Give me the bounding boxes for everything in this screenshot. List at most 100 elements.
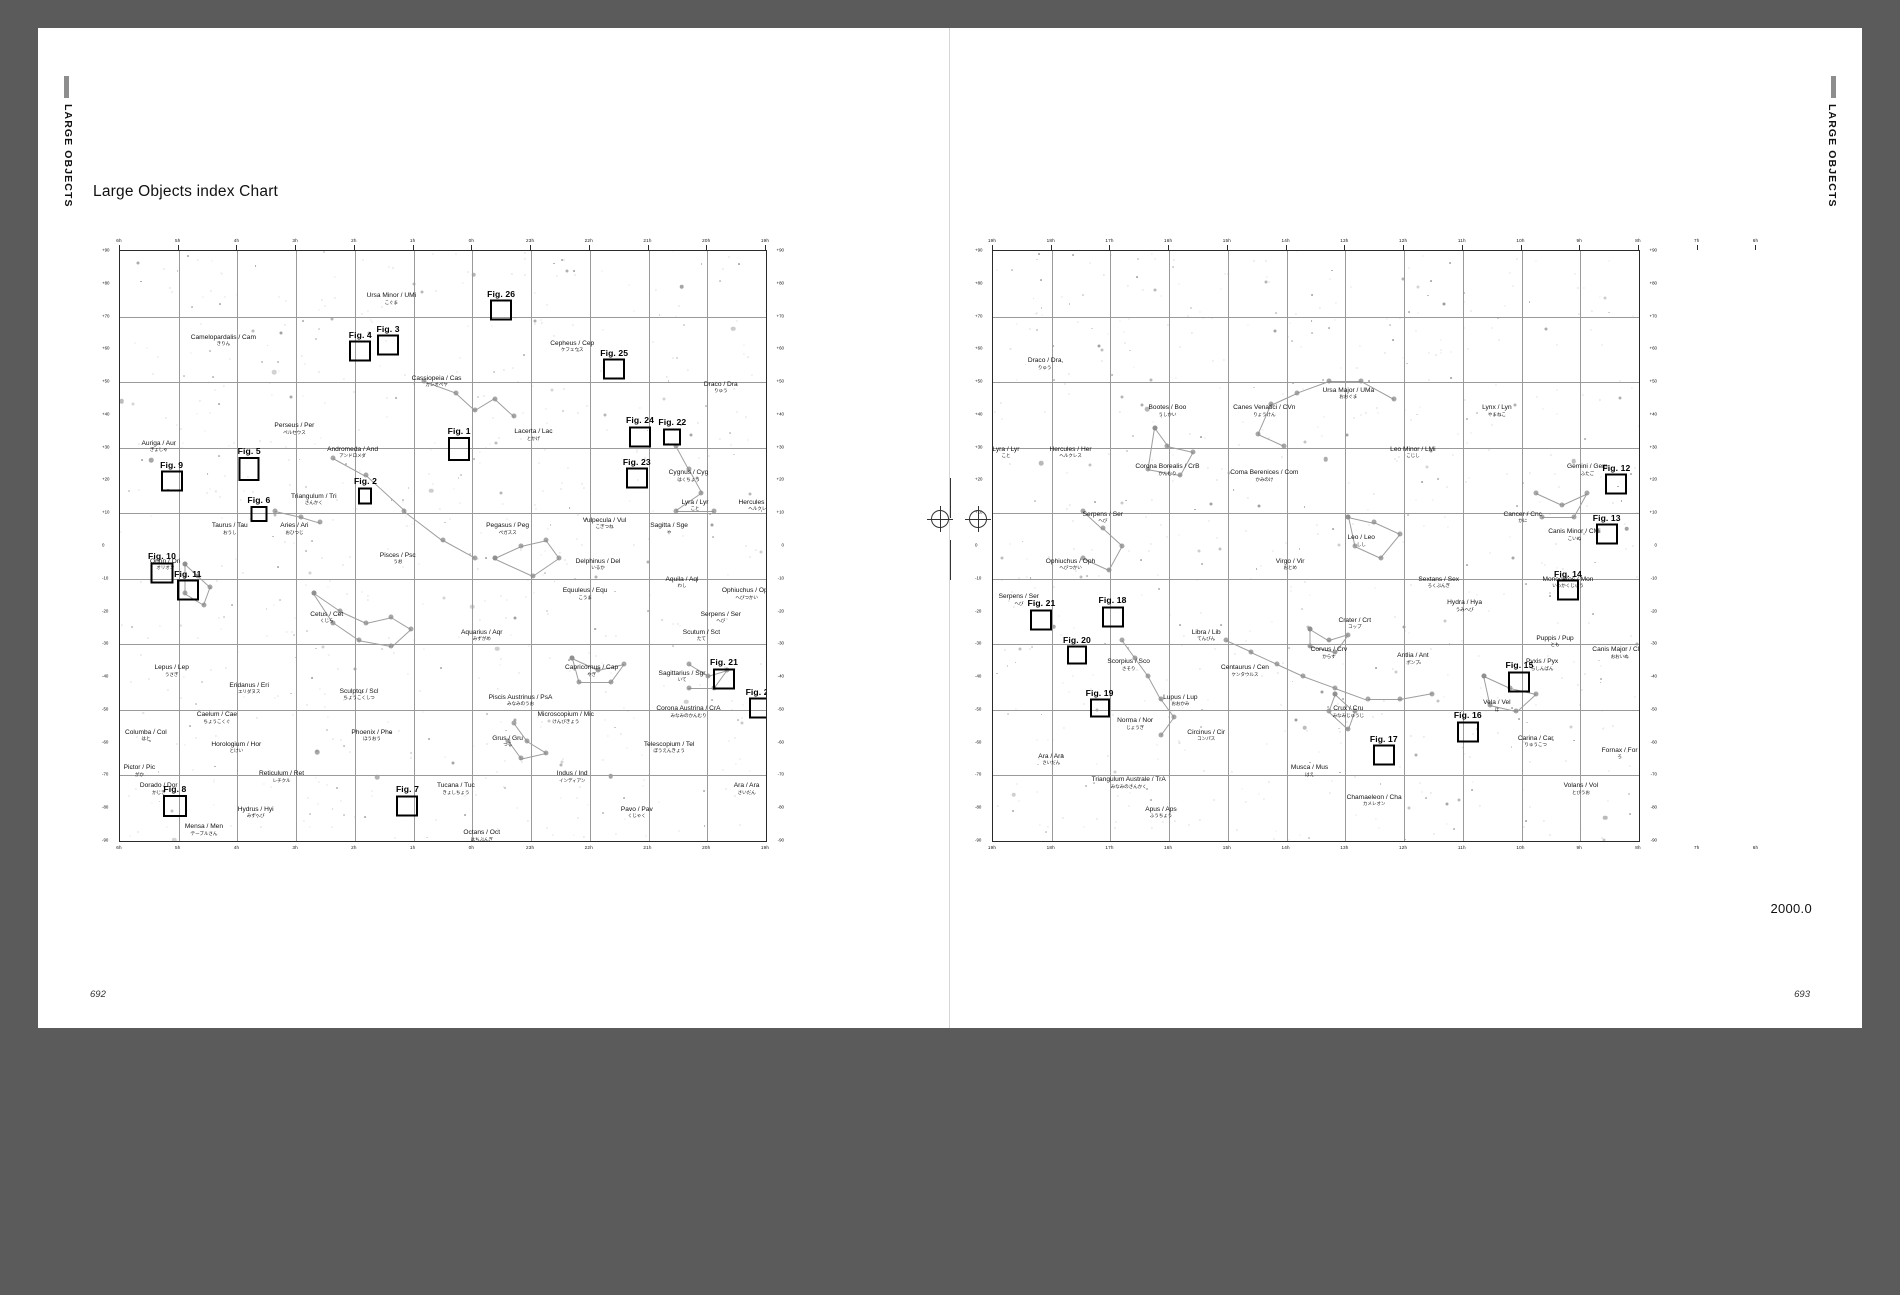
figure-callout-label[interactable]: Fig. 21 xyxy=(1027,598,1056,609)
figure-callout-box[interactable] xyxy=(625,467,648,489)
star-point xyxy=(442,596,446,600)
figure-callout-box[interactable] xyxy=(490,299,513,321)
constellation-star xyxy=(388,643,394,649)
figure-callout-label[interactable]: Fig. 6 xyxy=(247,494,271,505)
figure-callout-box[interactable] xyxy=(176,579,199,601)
figure-callout-label[interactable]: Fig. 16 xyxy=(1453,710,1482,721)
figure-callout-label[interactable]: Fig. 23 xyxy=(622,456,651,467)
star-point xyxy=(1603,727,1605,729)
constellation-star xyxy=(453,390,459,396)
figure-callout-box[interactable] xyxy=(629,426,652,448)
star-point xyxy=(1329,792,1331,794)
x-axis-tick-label: 19h xyxy=(760,845,770,850)
star-point xyxy=(140,581,142,583)
figure-callout-label[interactable]: Fig. 4 xyxy=(348,329,372,340)
star-point xyxy=(1571,458,1576,464)
figure-callout-label[interactable]: Fig. 26 xyxy=(487,288,516,299)
star-point xyxy=(214,765,217,768)
constellation-name-jp: とも xyxy=(1550,642,1560,648)
figure-callout-label[interactable]: Fig. 14 xyxy=(1553,568,1582,579)
figure-callout-box[interactable] xyxy=(748,697,766,719)
figure-callout-box[interactable] xyxy=(663,428,682,446)
star-point xyxy=(614,726,617,729)
star-point xyxy=(1463,327,1465,329)
star-point xyxy=(484,600,486,602)
star-point xyxy=(1386,318,1388,320)
figure-callout-label[interactable]: Fig. 13 xyxy=(1592,512,1621,523)
constellation-name-en: Horologium / Hor xyxy=(211,740,262,748)
figure-callout-label[interactable]: Fig. 25 xyxy=(600,347,629,358)
figure-callout-label[interactable]: Fig. 8 xyxy=(163,783,187,794)
figure-callout-label[interactable]: Fig. 12 xyxy=(1602,462,1631,473)
figure-callout-label[interactable]: Fig. 24 xyxy=(626,415,654,426)
figure-callout-box[interactable] xyxy=(150,562,174,584)
star-point xyxy=(506,518,508,520)
figure-callout-label[interactable]: Fig. 1 xyxy=(447,425,471,436)
figure-callout-label[interactable]: Fig. 18 xyxy=(1098,595,1127,606)
figure-callout-box[interactable] xyxy=(448,436,471,461)
figure-callout-box[interactable] xyxy=(1066,645,1087,665)
figure-callout-label[interactable]: Fig. 20 xyxy=(1063,634,1091,645)
y-axis-tick-label: -40 xyxy=(102,673,109,679)
star-point xyxy=(1036,258,1039,261)
constellation-name-jp: ちょうこくしつ xyxy=(343,695,375,701)
figure-callout-box[interactable] xyxy=(160,470,183,492)
figure-callout-label[interactable]: Fig. 19 xyxy=(1085,687,1114,698)
figure-callout-label[interactable]: Fig. 11 xyxy=(174,568,202,579)
star-point xyxy=(265,607,268,610)
star-point xyxy=(679,284,684,289)
figure-callout-box[interactable] xyxy=(1456,721,1479,743)
star-point xyxy=(604,719,606,721)
figure-callout-label[interactable]: Fig. 3 xyxy=(376,323,400,334)
figure-callout-box[interactable] xyxy=(377,334,400,356)
star-point xyxy=(1407,806,1411,810)
figure-callout-box[interactable] xyxy=(358,487,373,505)
figure-callout-label[interactable]: Fig. 10 xyxy=(148,551,176,562)
constellation-name-jp: カメレオン xyxy=(1362,801,1386,807)
star-point xyxy=(1072,520,1074,522)
constellation-name-jp: かんむり xyxy=(1158,470,1177,476)
star-point xyxy=(600,370,602,372)
y-axis-tick-label: -30 xyxy=(102,640,109,646)
figure-callout-box[interactable] xyxy=(1556,579,1579,601)
figure-callout-box[interactable] xyxy=(396,795,419,817)
figure-callout-box[interactable] xyxy=(1595,523,1618,545)
figure-callout-box[interactable] xyxy=(1605,473,1628,495)
star-point xyxy=(142,712,144,714)
figure-callout-label[interactable]: Fig. 15 xyxy=(1505,660,1534,671)
figure-callout-label[interactable]: Fig. 17 xyxy=(1369,733,1398,744)
figure-callout-box[interactable] xyxy=(1089,698,1110,718)
figure-callout-box[interactable] xyxy=(238,457,260,482)
constellation-name-jp: や xyxy=(666,529,672,535)
figure-callout-label[interactable]: Fig. 9 xyxy=(160,459,184,470)
figure-callout-box[interactable] xyxy=(713,668,735,690)
star-point xyxy=(148,678,150,680)
constellation-star xyxy=(1300,673,1306,679)
star-point xyxy=(192,769,194,771)
star-point xyxy=(471,272,476,278)
figure-callout-box[interactable] xyxy=(162,794,187,817)
figure-callout-label[interactable]: Fig. 20 xyxy=(745,686,766,697)
star-point xyxy=(1040,306,1043,309)
star-point xyxy=(1337,543,1341,547)
figure-callout-box[interactable] xyxy=(1372,744,1395,766)
star-point xyxy=(583,836,585,838)
figure-callout-box[interactable] xyxy=(1508,671,1531,693)
figure-callout-box[interactable] xyxy=(1030,609,1053,631)
constellation-name-en: Aries / Ari xyxy=(280,522,309,530)
star-point xyxy=(306,704,308,706)
figure-callout-label[interactable]: Fig. 21 xyxy=(710,657,738,668)
figure-callout-box[interactable] xyxy=(250,505,268,522)
figure-callout-box[interactable] xyxy=(1101,606,1124,628)
figure-callout-box[interactable] xyxy=(603,358,626,380)
constellation-name-jp: ポンプ xyxy=(1406,659,1420,665)
figure-callout-label[interactable]: Fig. 22 xyxy=(658,417,687,428)
figure-callout-box[interactable] xyxy=(349,340,372,362)
figure-callout-label[interactable]: Fig. 2 xyxy=(353,476,377,487)
star-point xyxy=(190,352,192,354)
figure-callout-label[interactable]: Fig. 7 xyxy=(395,784,419,795)
figure-callout-label[interactable]: Fig. 5 xyxy=(237,446,261,457)
x-axis-tick-mark xyxy=(353,245,355,250)
